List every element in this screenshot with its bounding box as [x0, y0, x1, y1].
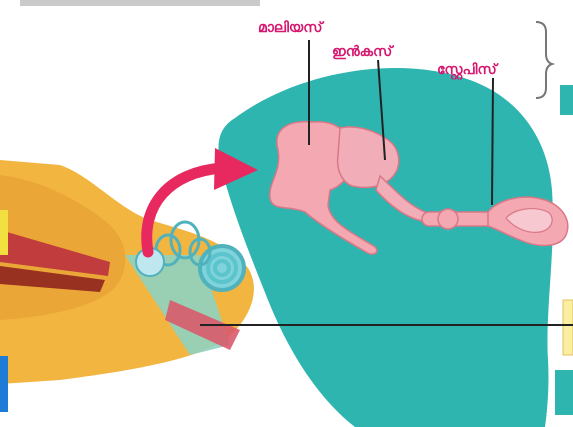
top-cropped-text [20, 0, 260, 6]
malleus-label: മാലിയസ് [258, 20, 325, 36]
bracket-brace [536, 22, 552, 98]
right-edge-box [563, 300, 573, 355]
incus-label: ഇൻകസ് [332, 44, 395, 60]
left-edge-blue [0, 356, 8, 412]
left-edge-yellow [0, 210, 8, 255]
stapes-label: സ്റ്റേപിസ് [437, 62, 499, 80]
cochlea [200, 246, 244, 290]
stapes-leader [492, 78, 493, 205]
right-edge-shape-2 [555, 370, 573, 415]
ear-cross-section [0, 160, 254, 384]
stapes-knob [438, 209, 458, 229]
magnified-view-blob [218, 68, 552, 427]
right-edge-shape-1 [560, 85, 573, 115]
